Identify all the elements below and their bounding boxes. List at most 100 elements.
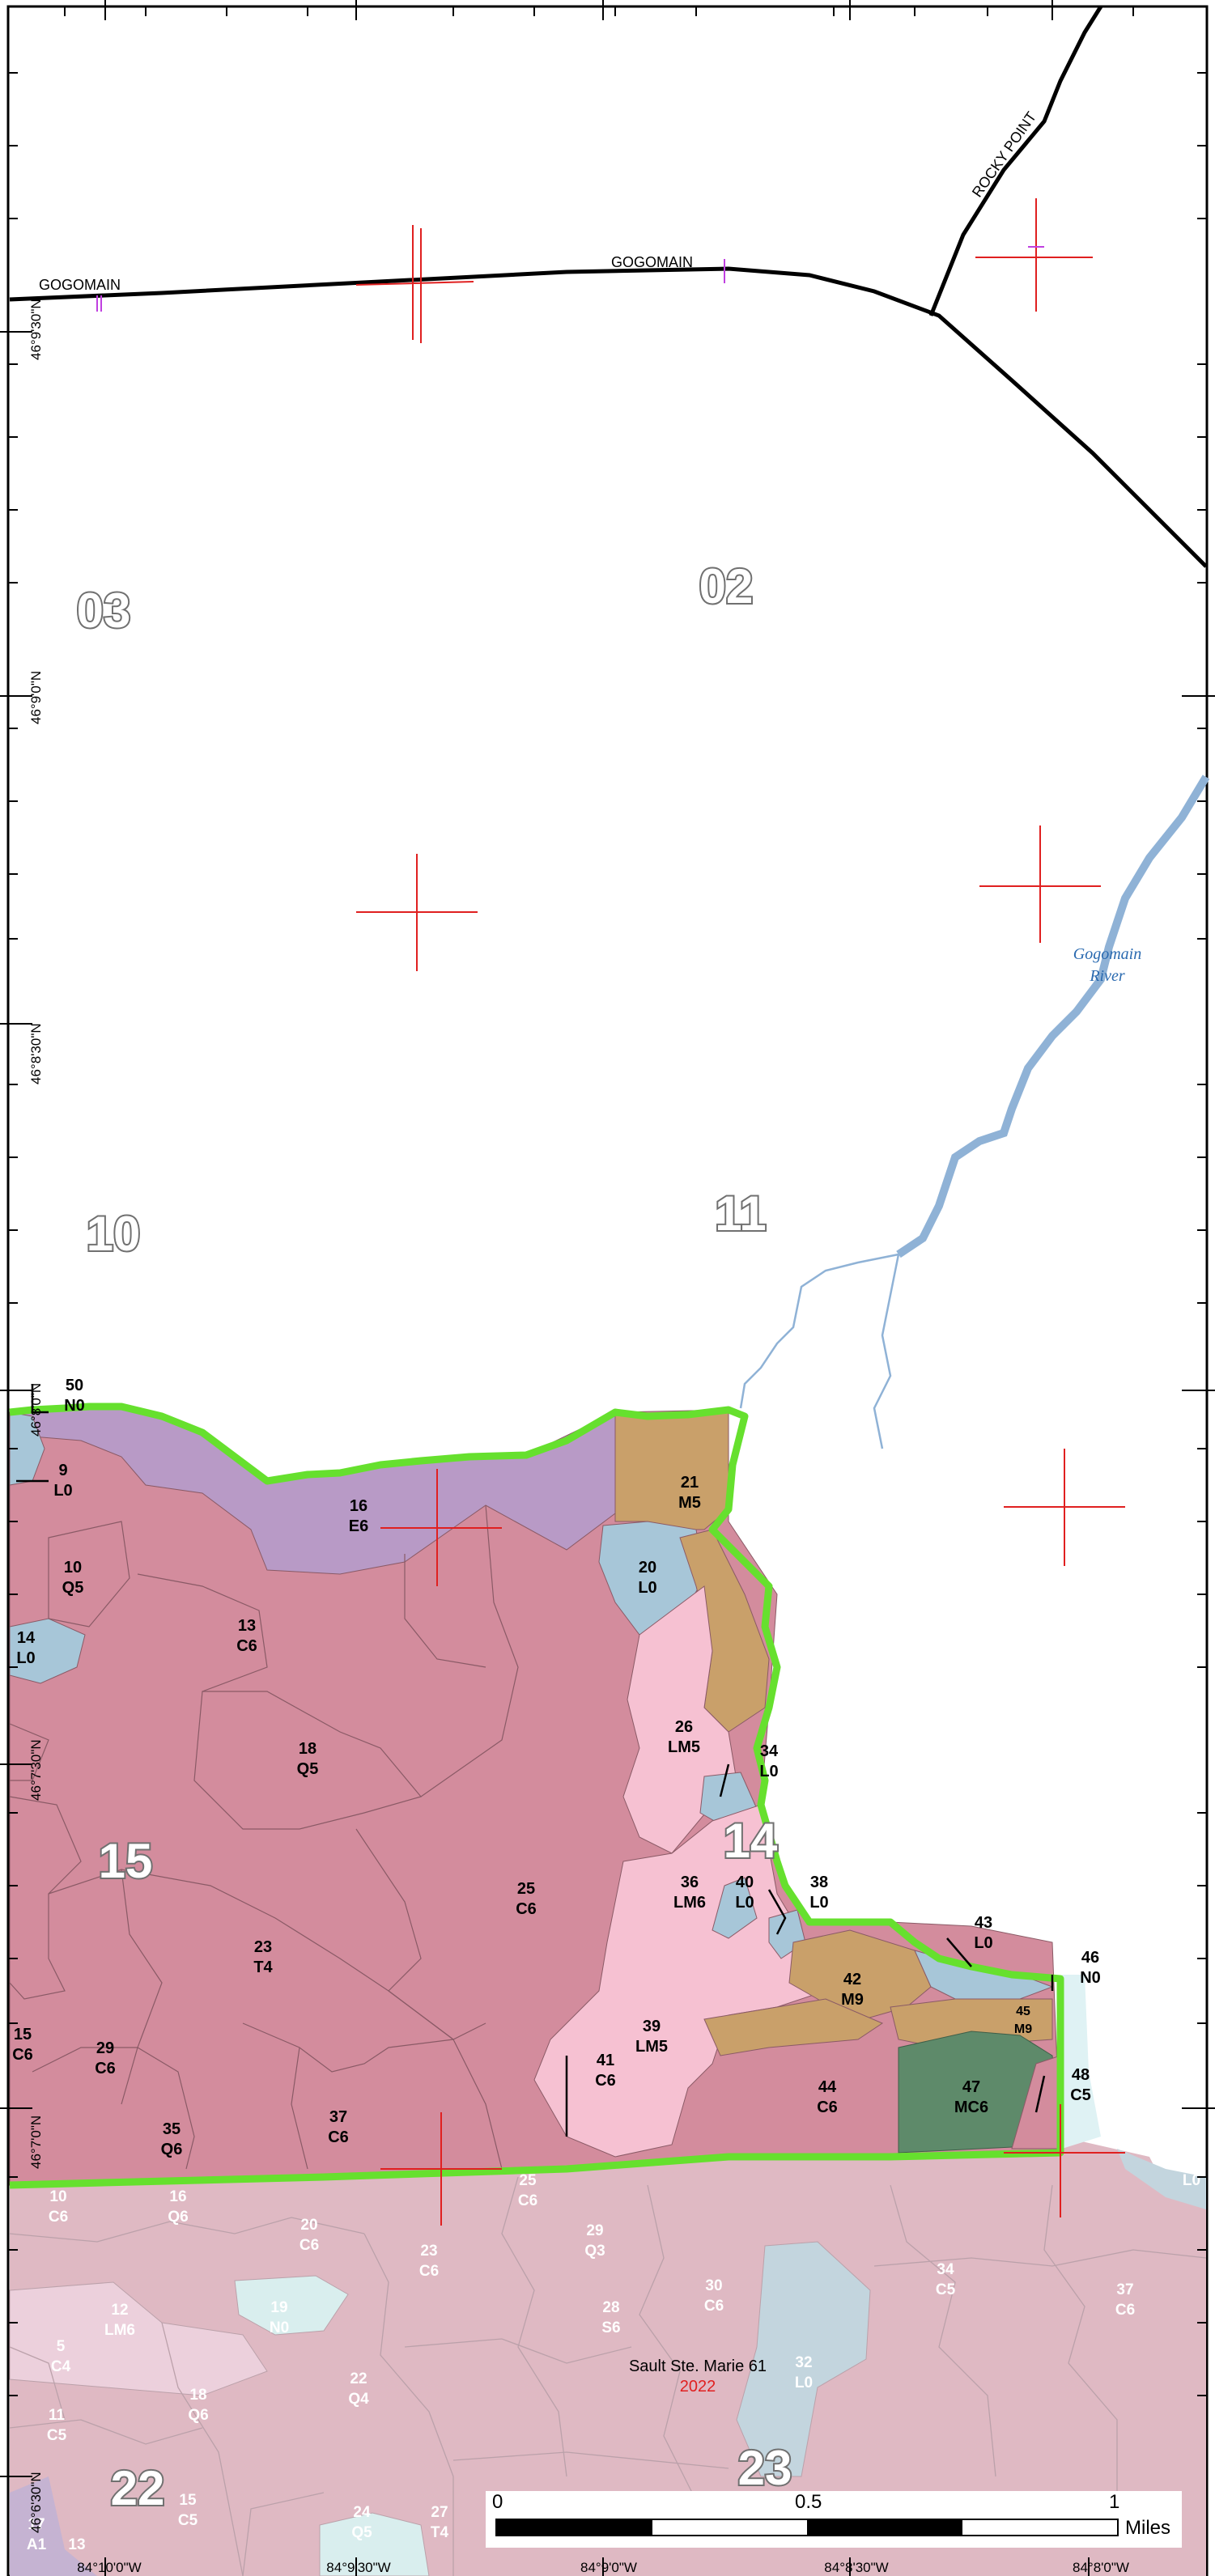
svg-text:LM5: LM5 xyxy=(635,2038,668,2056)
svg-text:C5: C5 xyxy=(936,2281,956,2298)
svg-text:T4: T4 xyxy=(431,2524,449,2541)
svg-text:24: 24 xyxy=(353,2504,371,2521)
svg-text:46: 46 xyxy=(1081,1949,1099,1967)
stand-label-9: 9L0 xyxy=(53,1462,72,1500)
svg-text:15: 15 xyxy=(14,2026,32,2043)
svg-text:25: 25 xyxy=(519,2172,537,2189)
svg-text:23: 23 xyxy=(420,2243,437,2260)
lon-label-0: 84°10'0"W xyxy=(77,2560,141,2575)
svg-text:C6: C6 xyxy=(704,2298,724,2315)
svg-text:T4: T4 xyxy=(253,1959,273,1976)
lat-label-5: 46°7'0"N xyxy=(28,2116,44,2169)
road-label-gogomain-east: GOGOMAIN xyxy=(611,254,693,270)
svg-text:M5: M5 xyxy=(678,1494,701,1512)
svg-text:Q6: Q6 xyxy=(168,2209,188,2226)
svg-text:L0: L0 xyxy=(638,1579,656,1597)
section-label-15: 15 xyxy=(99,1834,153,1888)
section-label-22: 22 xyxy=(111,2461,165,2515)
svg-text:19: 19 xyxy=(270,2299,287,2316)
svg-text:39: 39 xyxy=(643,2018,661,2035)
scale-seg-2 xyxy=(652,2520,807,2535)
svg-text:E6: E6 xyxy=(349,1517,368,1535)
svg-text:35: 35 xyxy=(163,2120,181,2138)
svg-text:27: 27 xyxy=(431,2504,448,2521)
lon-label-2: 84°9'0"W xyxy=(580,2560,637,2575)
svg-text:Q5: Q5 xyxy=(351,2524,372,2541)
longitude-labels: 84°10'0"W 84°9'30"W 84°9'0"W 84°8'30"W 8… xyxy=(77,2560,1129,2575)
svg-text:11: 11 xyxy=(49,2407,66,2424)
scale-bar: 0 0.5 1 Miles xyxy=(486,2491,1182,2548)
lat-label-1: 46°9'0"N xyxy=(28,671,44,724)
svg-text:20: 20 xyxy=(639,1559,656,1577)
svg-text:50: 50 xyxy=(66,1377,83,1394)
lat-label-3: 46°8'0"N xyxy=(28,1383,44,1437)
svg-text:10: 10 xyxy=(49,2188,66,2205)
svg-text:36: 36 xyxy=(1183,2152,1200,2169)
lat-label-6: 46°6'30"N xyxy=(28,2472,44,2533)
svg-text:12: 12 xyxy=(111,2302,128,2319)
svg-text:42: 42 xyxy=(843,1971,861,1988)
lat-label-2: 46°8'30"N xyxy=(28,1023,44,1084)
svg-text:L0: L0 xyxy=(759,1763,778,1780)
svg-text:C5: C5 xyxy=(1070,2086,1091,2104)
svg-text:L0: L0 xyxy=(1183,2172,1200,2189)
svg-text:28: 28 xyxy=(602,2299,619,2316)
gogomain-road xyxy=(9,266,1208,568)
svg-text:41: 41 xyxy=(597,2052,614,2069)
lon-label-3: 84°8'30"W xyxy=(824,2560,888,2575)
section-label-03: 03 xyxy=(77,584,131,638)
svg-text:L0: L0 xyxy=(974,1934,992,1952)
lat-label-4: 46°7'30"N xyxy=(28,1739,44,1801)
svg-text:5: 5 xyxy=(57,2338,66,2355)
svg-text:Q5: Q5 xyxy=(62,1579,84,1597)
scale-seg-3 xyxy=(807,2520,962,2535)
svg-text:L0: L0 xyxy=(16,1649,35,1667)
svg-text:48: 48 xyxy=(1072,2066,1090,2084)
svg-text:LM6: LM6 xyxy=(673,1894,706,1912)
section-label-11: 11 xyxy=(715,1186,766,1241)
svg-text:C6: C6 xyxy=(49,2209,68,2226)
faded-label-13: 13 xyxy=(68,2536,85,2553)
gogomain-river xyxy=(739,774,1210,1449)
svg-text:47: 47 xyxy=(962,2078,980,2096)
lon-label-1: 84°9'30"W xyxy=(326,2560,390,2575)
faded-label-5: 5C4 xyxy=(51,2338,71,2375)
label-leaders xyxy=(16,1384,1054,2137)
svg-text:M9: M9 xyxy=(1014,2022,1032,2036)
svg-text:Q6: Q6 xyxy=(161,2141,183,2158)
svg-text:29: 29 xyxy=(96,2039,114,2057)
svg-text:Q5: Q5 xyxy=(297,1760,319,1778)
svg-text:C6: C6 xyxy=(95,2060,116,2077)
svg-text:L0: L0 xyxy=(735,1894,754,1912)
svg-text:MC6: MC6 xyxy=(954,2099,988,2116)
svg-text:C6: C6 xyxy=(236,1637,257,1655)
svg-text:36: 36 xyxy=(681,1874,699,1891)
svg-text:C4: C4 xyxy=(51,2358,71,2375)
svg-text:14: 14 xyxy=(17,1629,36,1647)
scale-seg-4 xyxy=(962,2520,1117,2535)
